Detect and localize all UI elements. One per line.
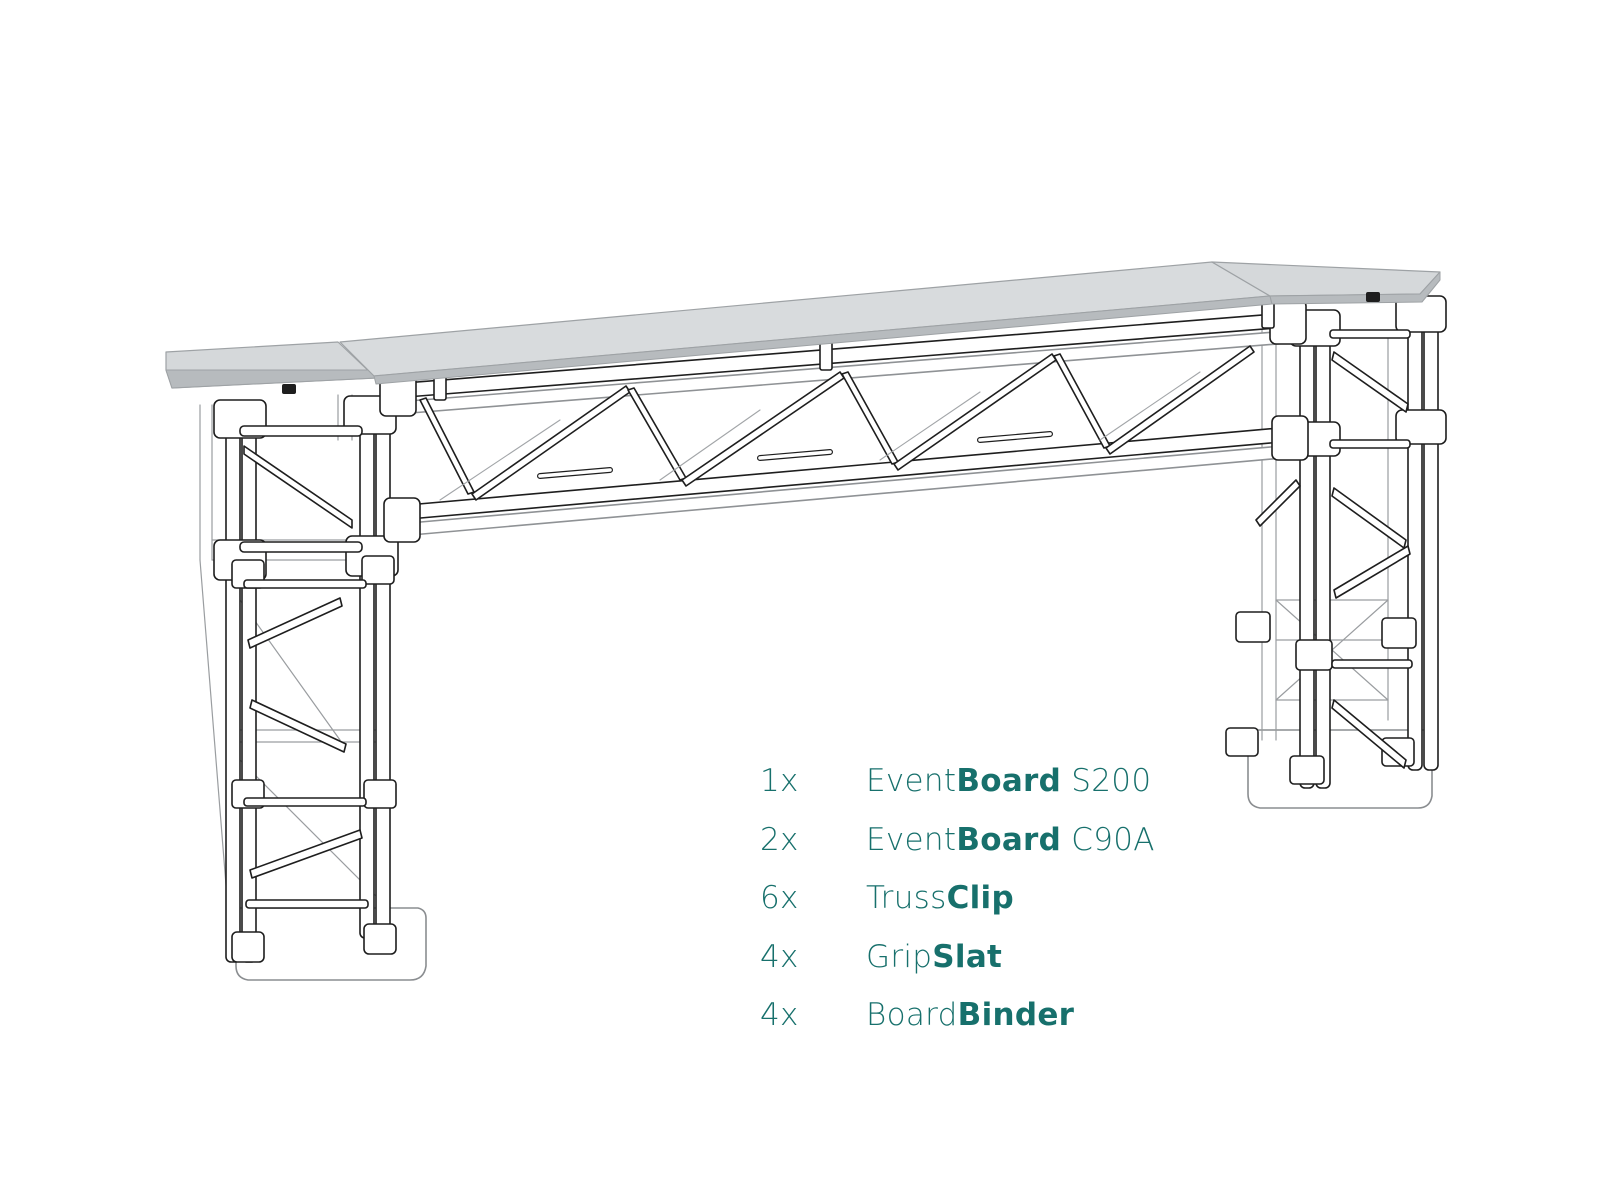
part-name-emphasis: Slat — [932, 938, 1003, 975]
parts-list-item: 4x GripSlat — [760, 928, 1360, 987]
left-tower-front — [213, 395, 399, 963]
part-name-prefix: Event — [866, 763, 957, 800]
eventboard-c90a-left — [165, 341, 377, 394]
part-name: TrussClip — [866, 880, 1014, 916]
part-name-emphasis: Clip — [946, 880, 1014, 917]
part-name: EventBoard C90A — [866, 822, 1155, 858]
part-name: EventBoard S200 — [866, 763, 1151, 799]
parts-list-item: 2x EventBoard C90A — [760, 811, 1360, 870]
part-quantity: 2x — [760, 821, 799, 858]
part-name: BoardBinder — [866, 997, 1074, 1033]
part-quantity: 6x — [760, 880, 799, 917]
part-name-prefix: Grip — [866, 938, 933, 975]
part-name-prefix: Event — [866, 821, 957, 858]
part-name-prefix: Board — [866, 997, 958, 1034]
parts-list: 1x EventBoard S200 2x EventBoard C90A 6x… — [760, 752, 1360, 1045]
part-quantity: 4x — [760, 997, 799, 1034]
part-name-suffix: S200 — [1061, 763, 1152, 800]
part-name-suffix: C90A — [1061, 821, 1155, 858]
eventboard-c90a-right — [1211, 261, 1441, 305]
truss-span — [379, 299, 1309, 543]
part-quantity: 4x — [760, 938, 799, 975]
part-quantity: 1x — [760, 763, 799, 800]
part-name-emphasis: Board — [956, 763, 1062, 800]
part-name-emphasis: Binder — [957, 997, 1075, 1034]
part-name-prefix: Truss — [866, 880, 947, 917]
parts-list-item: 1x EventBoard S200 — [760, 752, 1360, 811]
truss-bar-counter-icon — [165, 261, 1447, 981]
part-name-emphasis: Board — [956, 821, 1062, 858]
part-name: GripSlat — [866, 939, 1002, 975]
parts-list-item: 6x TrussClip — [760, 869, 1360, 928]
right-tower-front — [1225, 295, 1447, 789]
parts-list-item: 4x BoardBinder — [760, 986, 1360, 1045]
